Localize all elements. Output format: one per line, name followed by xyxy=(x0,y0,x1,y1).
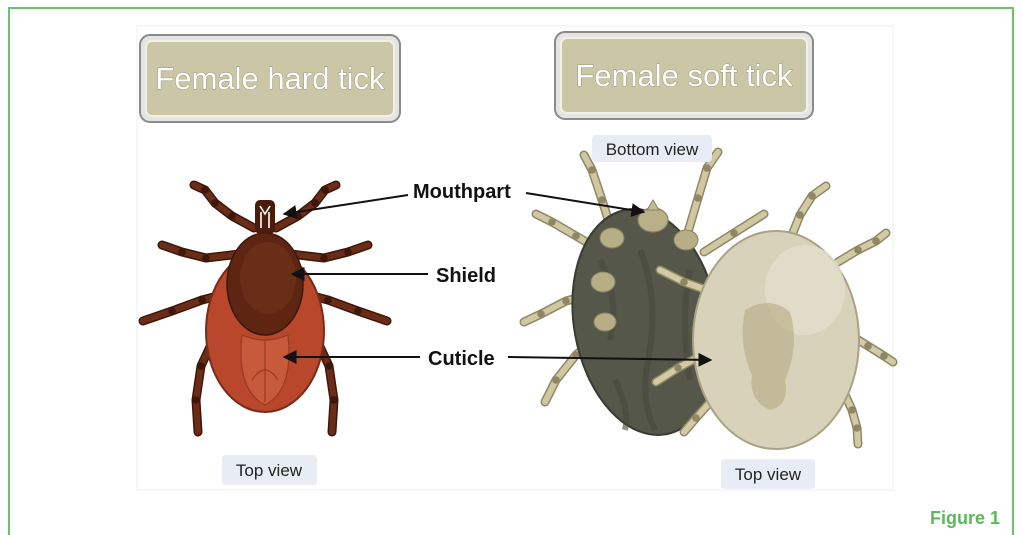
hard-top-view-badge: Top view xyxy=(222,455,317,485)
cuticle-label: Cuticle xyxy=(428,348,495,370)
bottom-view-badge: Bottom view xyxy=(592,135,712,162)
soft-tick-title: Female soft tick xyxy=(575,58,793,93)
mouthpart-label: Mouthpart xyxy=(413,181,511,203)
hard-tick-mouthpart xyxy=(255,200,275,234)
soft-tick-title-box: Female soft tick xyxy=(555,32,813,119)
hard-top-view-label: Top view xyxy=(236,461,303,480)
hard-tick-shield-highlight xyxy=(240,242,296,314)
hard-tick-title: Female hard tick xyxy=(155,61,385,96)
soft-top-view-label: Top view xyxy=(735,465,802,484)
bottom-view-label: Bottom view xyxy=(606,140,699,159)
figure-label: Figure 1 xyxy=(930,508,1000,528)
soft-top-view-badge: Top view xyxy=(721,459,815,489)
shield-label: Shield xyxy=(436,265,496,287)
hard-tick-title-box: Female hard tick xyxy=(140,35,400,122)
